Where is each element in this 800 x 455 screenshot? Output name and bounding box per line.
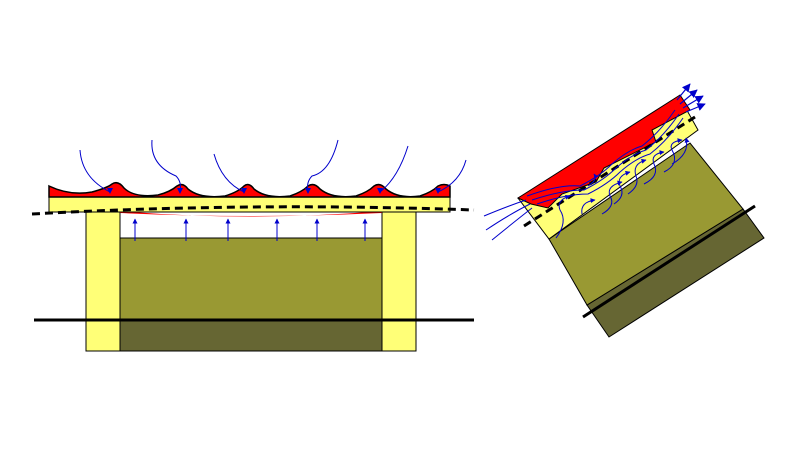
dashed-line bbox=[523, 115, 696, 228]
red-underlayer bbox=[120, 211, 382, 217]
olive-block-lower bbox=[119, 319, 383, 352]
dashed-line bbox=[31, 205, 475, 216]
incoming-streamlines bbox=[483, 199, 533, 241]
right-panel bbox=[483, 83, 765, 338]
liquid-streamlines bbox=[526, 109, 684, 205]
olive-block-upper bbox=[548, 142, 744, 306]
upflow-streamlines bbox=[555, 137, 690, 239]
right-wall bbox=[381, 211, 417, 352]
incoming-streamlines bbox=[79, 139, 467, 193]
outflow-arrows bbox=[676, 83, 706, 113]
left-panel bbox=[31, 139, 475, 352]
left-wall bbox=[85, 211, 121, 352]
bump-arrowheads bbox=[107, 188, 441, 194]
olive-block-upper bbox=[119, 237, 383, 322]
upflow-arrows bbox=[132, 218, 368, 241]
top-plate bbox=[48, 196, 451, 213]
solid-line bbox=[582, 204, 756, 319]
liquid-layer bbox=[516, 94, 691, 209]
liquid-surface bbox=[48, 181, 451, 198]
